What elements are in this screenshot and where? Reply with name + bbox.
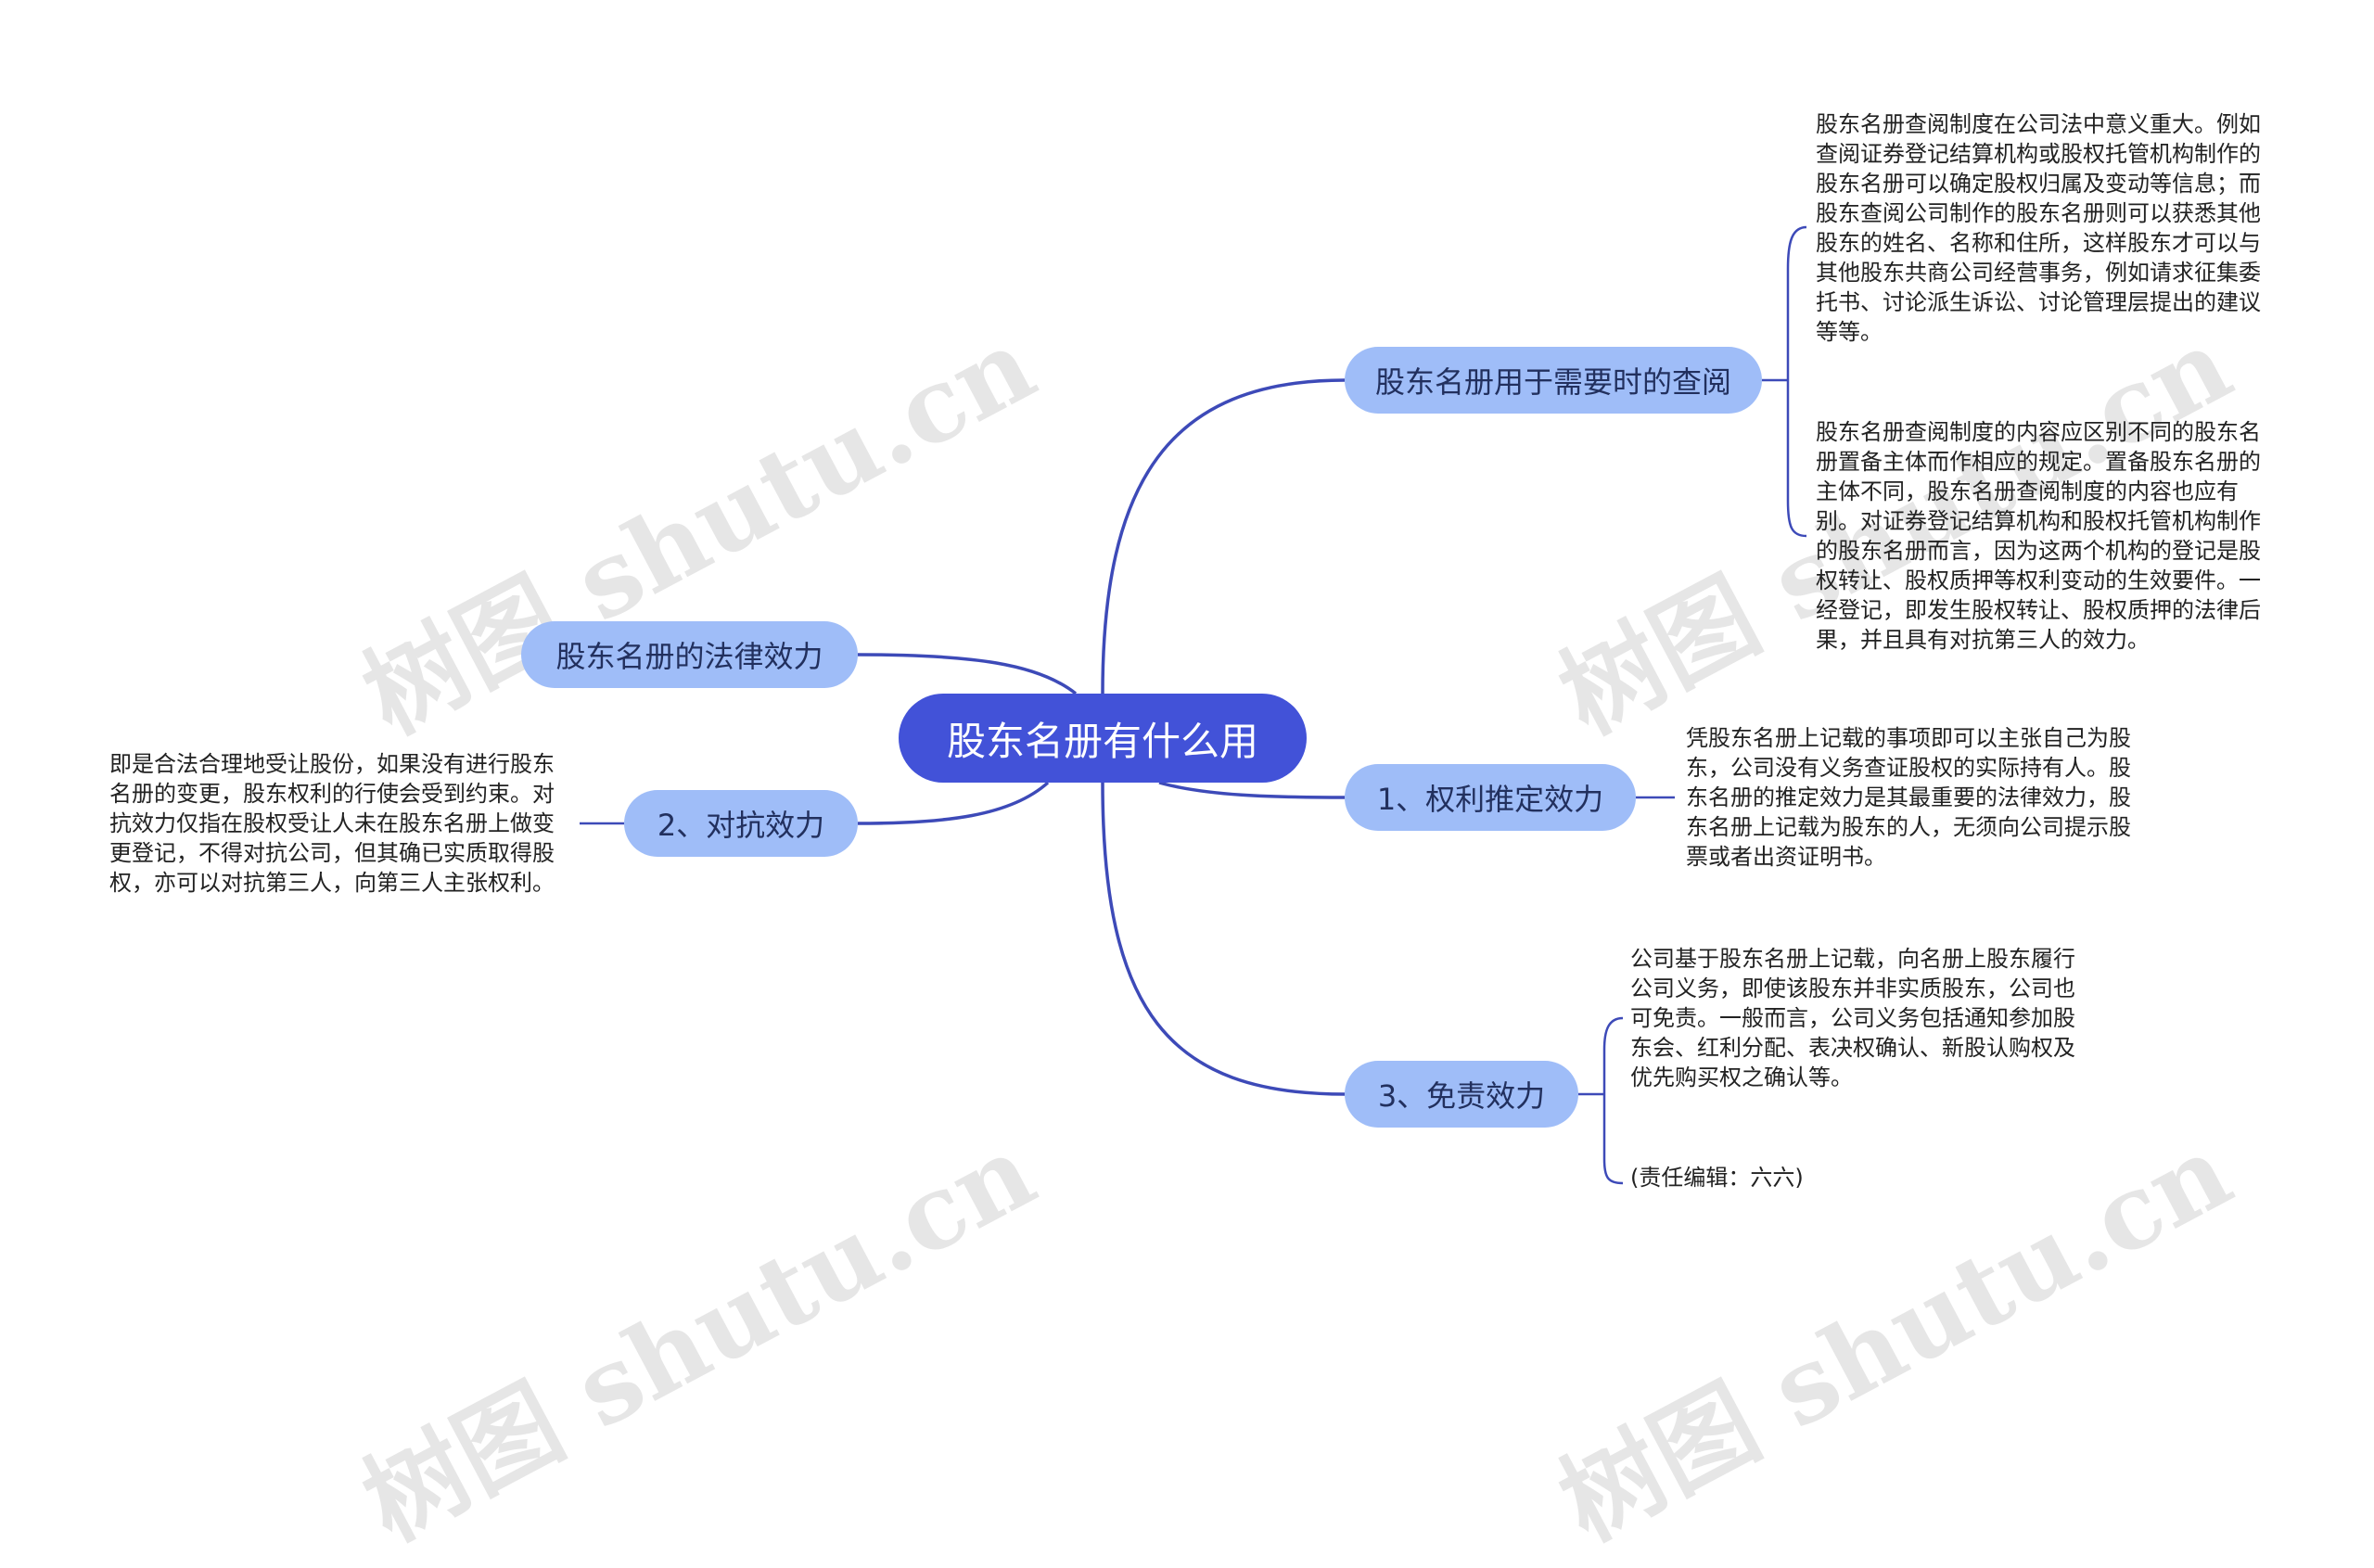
branch-node-legal-effect[interactable]: 股东名册的法律效力 <box>521 621 858 688</box>
leaf-node-presumption-detail[interactable]: 凭股东名册上记载的事项即可以主张自己为股东，公司没有义务查证股权的实际持有人。股… <box>1686 725 2131 870</box>
connector-root-b5 <box>1101 782 1346 1096</box>
leaf-node-inspection-significance[interactable]: 股东名册查阅制度在公司法中意义重大。例如查阅证券登记结算机构或股权托管机构制作的… <box>1816 111 2261 345</box>
leaf-node-inspection-content[interactable]: 股东名册查阅制度的内容应区别不同的股东名册置备主体而作相应的规定。置备股东名册的… <box>1816 419 2261 653</box>
connector-root-b2 <box>857 653 1078 695</box>
mindmap-canvas: 树图 shutu.cn 树图 shutu.cn 树图 shutu.cn 树图 s… <box>109 111 2261 1563</box>
connector-root-b3 <box>1158 781 1346 799</box>
connector-b5-bracket <box>1602 1016 1624 1185</box>
leaf-node-opposing-detail[interactable]: 即是合法合理地受让股份，如果没有进行股东名册的变更，股东权利的行使会受到约束。对… <box>109 751 555 896</box>
connector-root-b4 <box>857 781 1050 825</box>
connector-b1-bracket <box>1786 225 1807 538</box>
leaf-node-editor-credit[interactable]: (责任编辑：六六) <box>1630 1165 1804 1191</box>
branch-node-opposing-effect[interactable]: 2、对抗效力 <box>624 790 858 857</box>
branch-node-presumption-effect[interactable]: 1、权利推定效力 <box>1345 764 1636 831</box>
connector-root-b1 <box>1101 378 1346 695</box>
connector-lines <box>580 225 1807 1185</box>
branch-node-exemption-effect[interactable]: 3、免责效力 <box>1345 1061 1578 1128</box>
branch-node-shareholder-register-inspection[interactable]: 股东名册用于需要时的查阅 <box>1345 347 1762 414</box>
root-node[interactable]: 股东名册有什么用 <box>899 694 1307 783</box>
leaf-node-exemption-detail[interactable]: 公司基于股东名册上记载，向名册上股东履行公司义务，即使该股东并非实质股东，公司也… <box>1630 946 2075 1090</box>
